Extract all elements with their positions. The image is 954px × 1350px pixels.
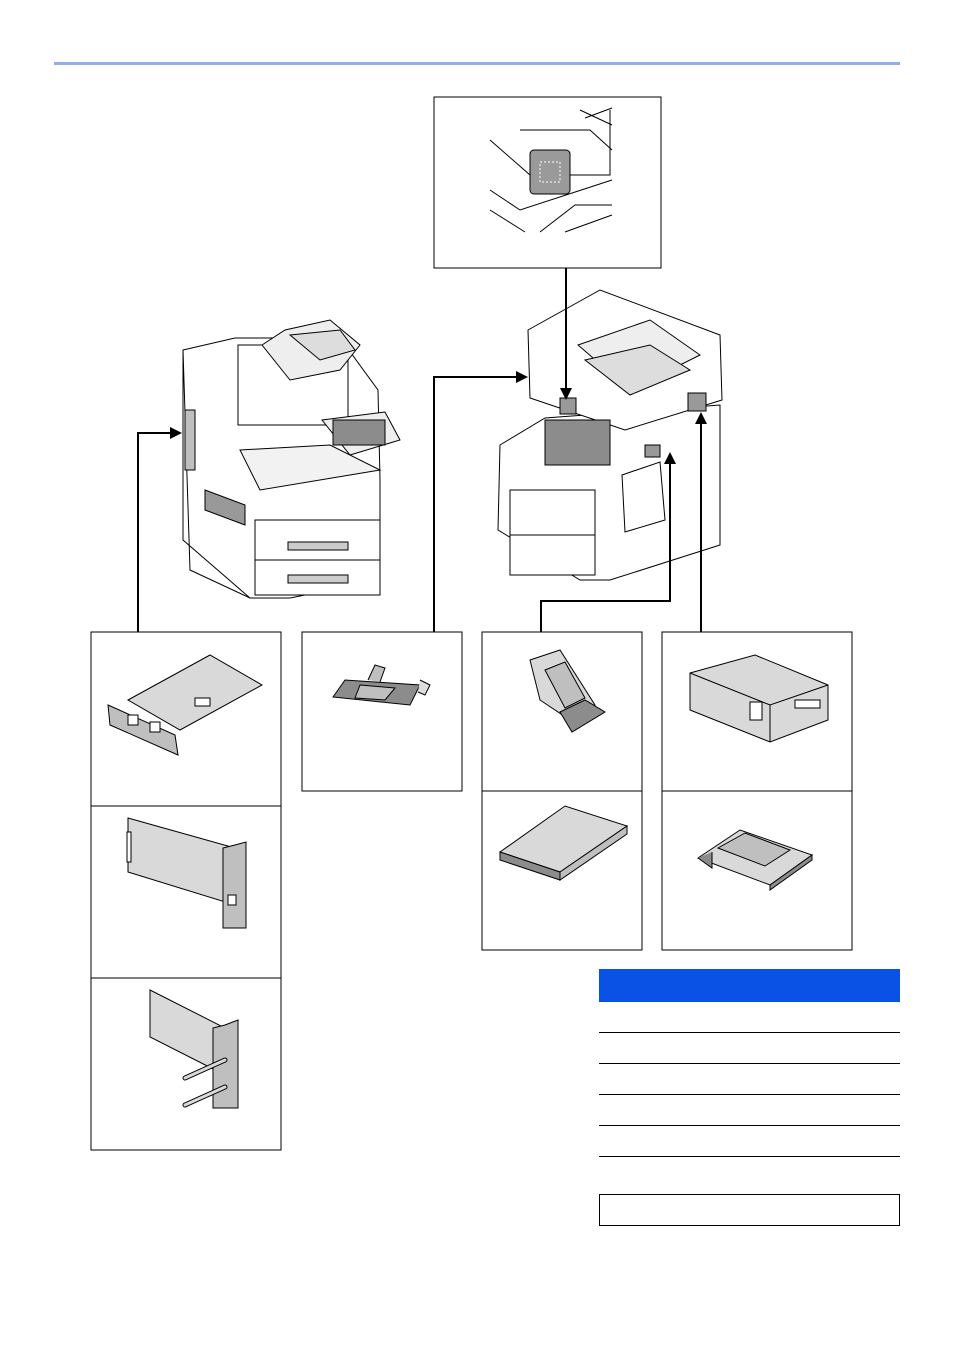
legend-table [599,969,900,1157]
legend-row [599,1033,900,1064]
legend-row [599,1126,900,1157]
legend-row [599,1002,900,1033]
card-reader-holder-icon [301,631,463,792]
arrow-heads [170,371,707,464]
card-reader-detail [433,96,662,269]
ssd-icon [481,790,643,951]
legend-header [599,969,900,1002]
interface-card-icon [90,805,282,979]
document-holder-icon [661,790,853,951]
top-rule [54,62,900,65]
connector-arrows [137,268,702,632]
legend-footer [599,1194,900,1226]
legend-row [599,1064,900,1095]
printer-rear-icon [497,289,723,581]
printer-front-icon [182,319,401,599]
keyboard-holder-icon [481,631,643,792]
wireless-card-icon [90,977,282,1151]
fax-card-icon [90,631,282,807]
data-security-kit-icon [661,631,853,792]
legend-row [599,1095,900,1126]
